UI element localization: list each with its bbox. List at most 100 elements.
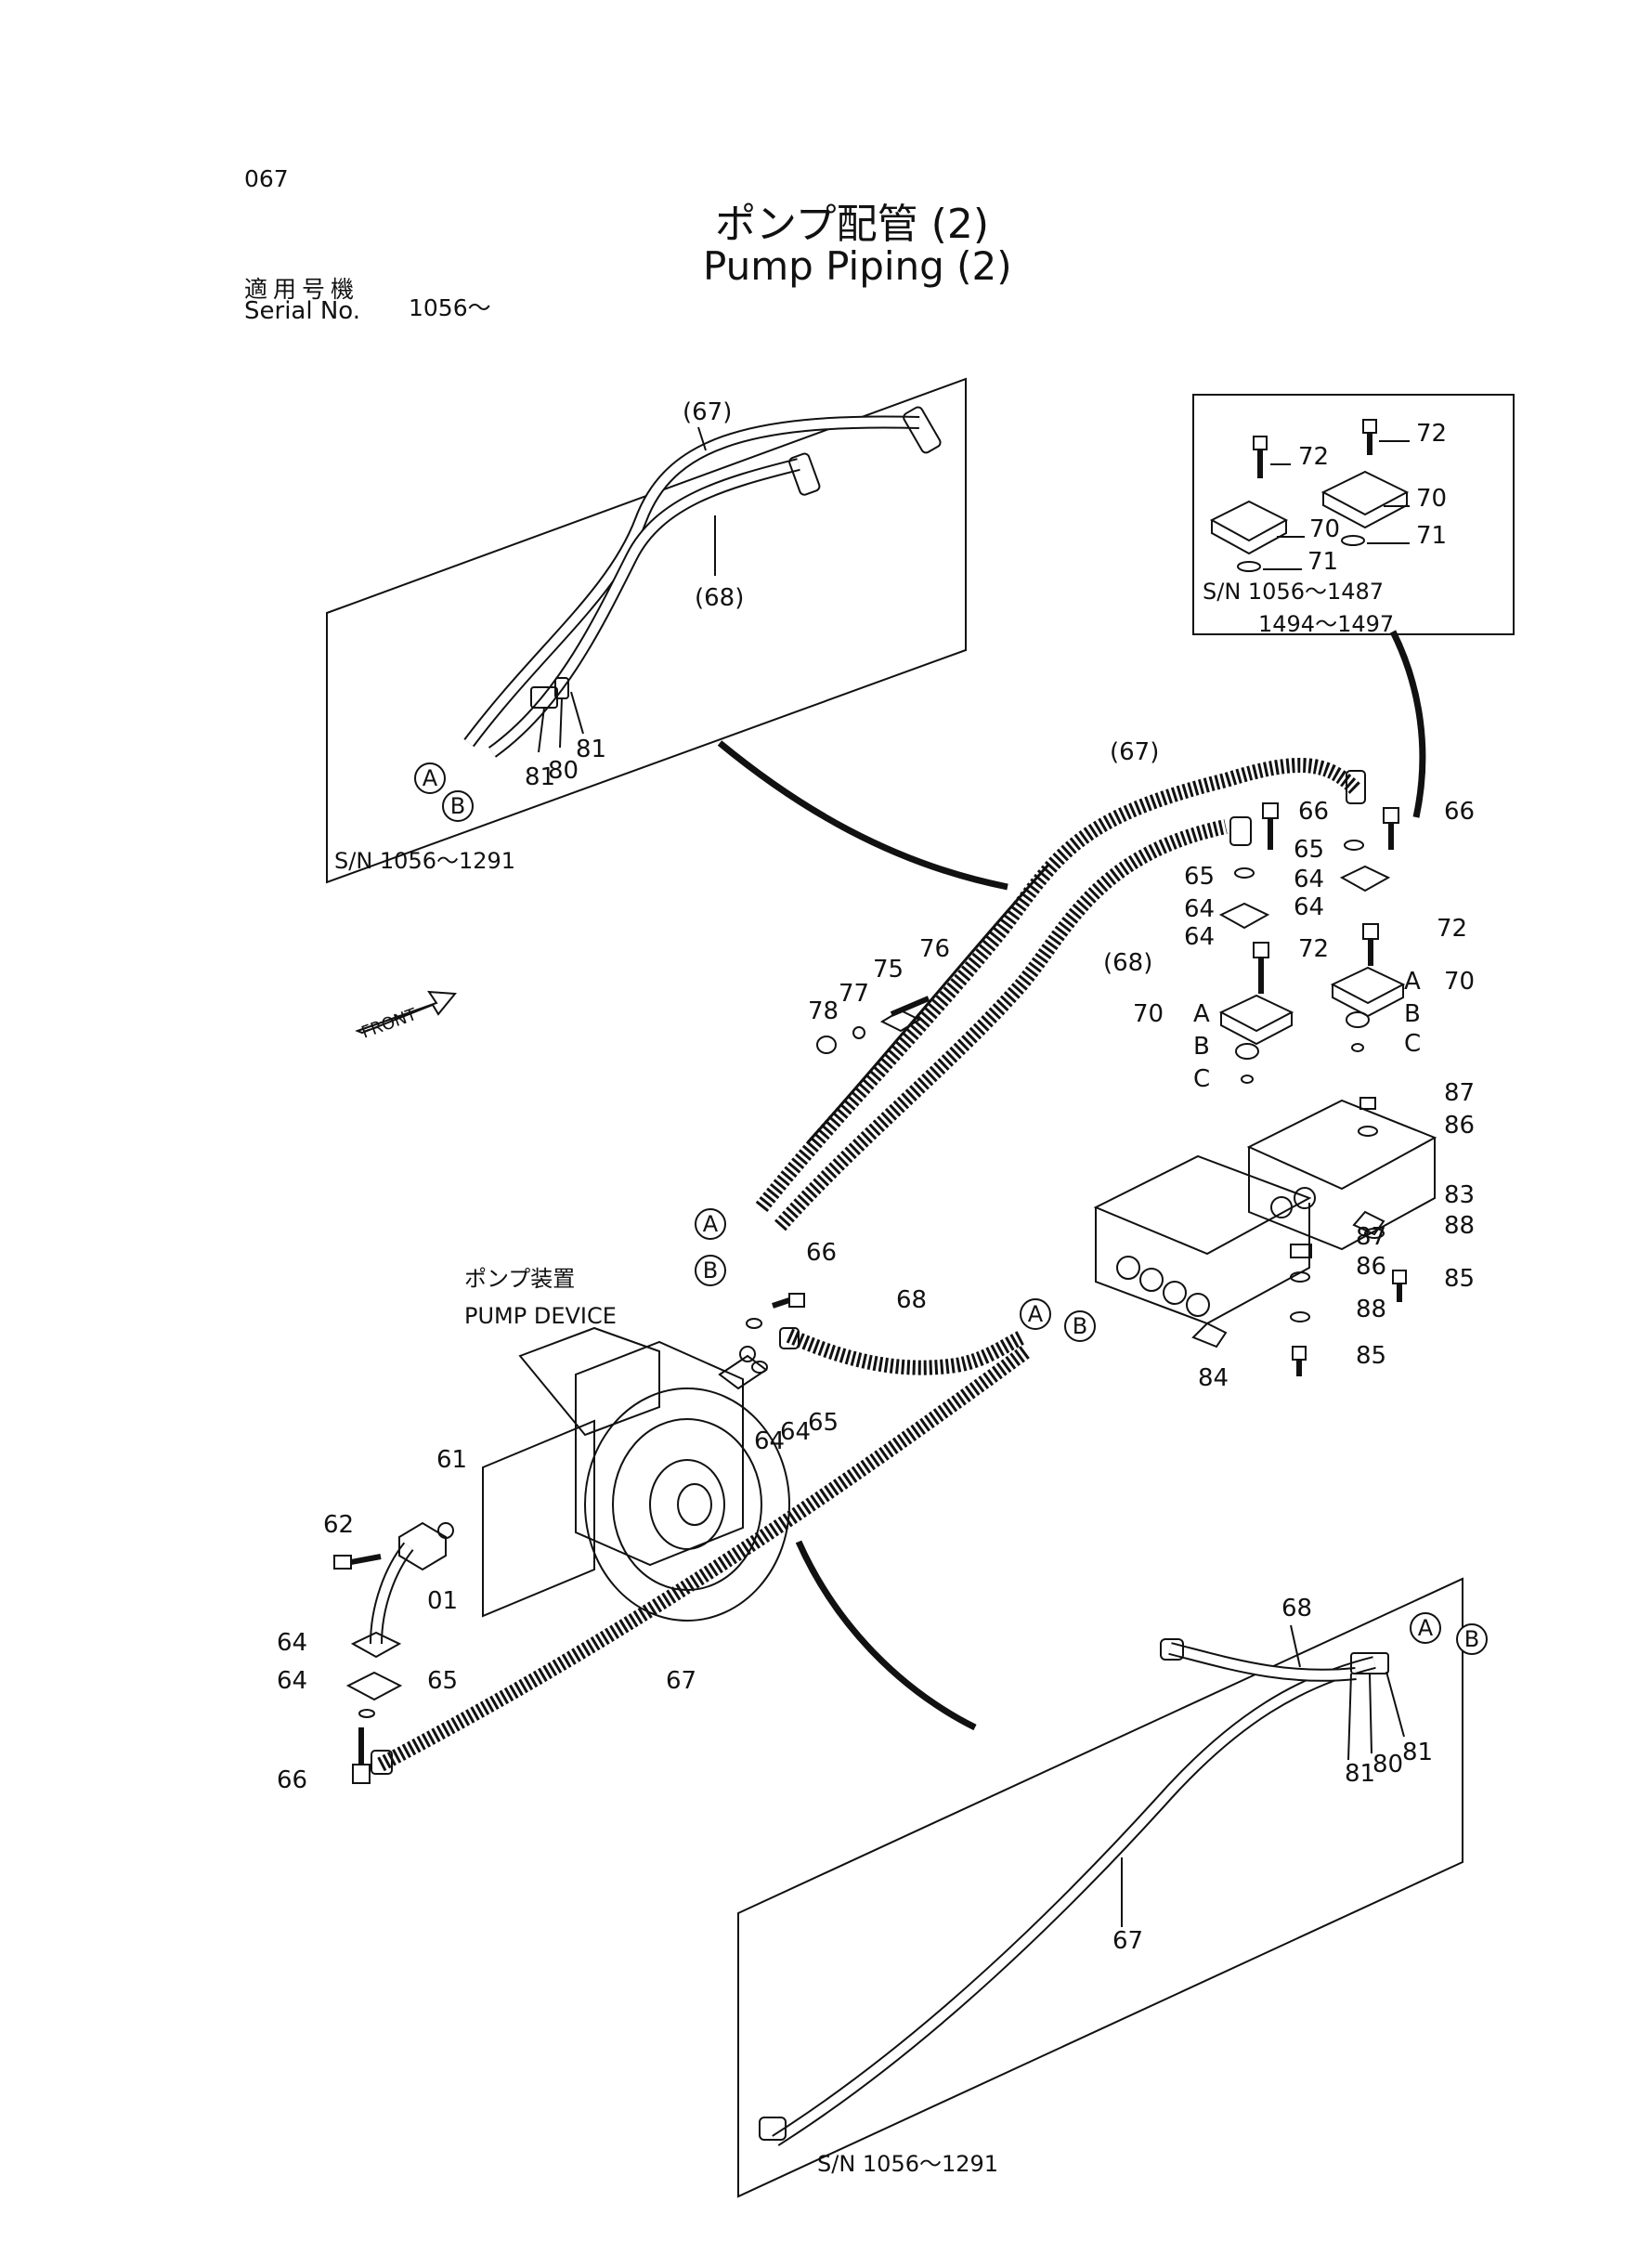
part-callout: B [1404, 1000, 1421, 1028]
part-callout: 70 [1309, 515, 1340, 543]
part-callout: 86 [1444, 1112, 1475, 1140]
part-callout: 81 [1345, 1760, 1375, 1788]
part-callout: 67 [666, 1667, 696, 1695]
part-callout: 87 [1444, 1079, 1475, 1107]
serial-label-japanese: 適用号機 [244, 276, 360, 303]
part-callout: C [1404, 1030, 1421, 1058]
part-callout: 64 [1294, 866, 1324, 893]
part-callout: 77 [839, 980, 869, 1008]
part-callout: 64 [277, 1629, 307, 1657]
connection-marker-label: A [423, 765, 438, 791]
part-callout: 71 [1307, 548, 1338, 576]
part-callout: 64 [277, 1667, 307, 1695]
right-fittings [1218, 802, 1406, 1084]
part-callout: 65 [427, 1667, 458, 1695]
part-callout: C [1193, 1065, 1210, 1093]
connection-marker: A [1020, 1298, 1051, 1330]
part-callout: 88 [1444, 1212, 1475, 1240]
part-callout: 81 [1402, 1739, 1433, 1766]
pump-device-label-japanese: ポンプ装置 [464, 1266, 575, 1292]
part-callout: 62 [323, 1511, 354, 1539]
part-callout: 68 [1281, 1595, 1312, 1622]
inset-bottom-serial: S/N 1056～1291 [817, 2151, 998, 2177]
inset-top-right-serial-2: 1494～1497 [1258, 611, 1394, 637]
part-callout: 71 [1416, 522, 1447, 550]
front-arrow-label: FRONT [359, 1005, 421, 1043]
part-callout: 70 [1444, 968, 1475, 996]
part-callout: 01 [427, 1587, 458, 1615]
part-callout: 72 [1298, 935, 1329, 963]
pump-device [482, 1326, 790, 1622]
part-callout: 87 [1356, 1223, 1386, 1251]
part-callout: 85 [1356, 1342, 1386, 1370]
part-callout: 66 [1298, 798, 1329, 826]
part-callout: B [1193, 1033, 1210, 1061]
part-callout: 64 [1184, 895, 1215, 923]
part-callout: 61 [436, 1446, 467, 1474]
part-callout: 64 [754, 1427, 785, 1455]
inset-top-left-serial: S/N 1056～1291 [334, 848, 515, 874]
lower-pipes [333, 1293, 1031, 1784]
connection-marker-circle [695, 1255, 726, 1286]
part-callout: 66 [806, 1239, 837, 1267]
part-callout: 72 [1437, 915, 1467, 943]
control-valves [1093, 1097, 1437, 1376]
part-callout: 64 [1294, 893, 1324, 921]
part-callout: 70 [1133, 1000, 1164, 1028]
part-callout: 81 [576, 736, 606, 763]
part-callout: 67 [1112, 1927, 1143, 1955]
inset-top-left [326, 377, 967, 884]
connection-marker-circle [695, 1208, 726, 1240]
part-callout: 83 [1444, 1181, 1475, 1209]
part-callout: 88 [1356, 1296, 1386, 1323]
part-callout: 65 [1184, 863, 1215, 891]
part-callout: 66 [1444, 798, 1475, 826]
part-callout: 66 [277, 1766, 307, 1794]
part-callout: A [1404, 968, 1421, 996]
part-callout: 64 [1184, 923, 1215, 951]
connection-marker-label: B [1073, 1313, 1087, 1339]
connection-marker-circle [414, 762, 446, 794]
inset-top-right [1192, 394, 1515, 635]
part-callout: 72 [1416, 420, 1447, 448]
part-callout: 70 [1416, 485, 1447, 513]
connection-marker: B [1064, 1310, 1096, 1342]
part-callout: (67) [1110, 738, 1159, 766]
part-callout: (67) [683, 398, 732, 426]
connection-marker-label: B [450, 793, 465, 819]
connection-marker: A [1410, 1612, 1441, 1644]
connection-marker-label: B [1464, 1626, 1479, 1652]
part-callout: 72 [1298, 443, 1329, 471]
page-title-japanese: ポンプ配管 (2) [715, 201, 989, 248]
connection-marker-circle [1064, 1310, 1096, 1342]
main-hoses [755, 758, 1366, 1231]
part-callout: 85 [1444, 1265, 1475, 1293]
serial-value: 1056～ [409, 294, 491, 321]
part-callout: 65 [808, 1409, 839, 1437]
page-title-english: Pump Piping (2) [703, 243, 1012, 289]
connection-marker-label: B [703, 1257, 718, 1283]
inset-bottom [737, 1577, 1463, 2198]
front-arrow-icon [355, 990, 457, 1035]
part-callout: 80 [1372, 1751, 1403, 1778]
connection-marker-circle [1456, 1623, 1488, 1655]
connection-marker-label: A [1028, 1301, 1044, 1327]
connection-marker-label: A [1418, 1615, 1434, 1641]
connection-marker-label: A [703, 1211, 719, 1237]
connection-marker: B [1456, 1623, 1488, 1655]
part-callout: A [1193, 1000, 1210, 1028]
connection-marker: B [695, 1255, 726, 1286]
part-callout: 75 [873, 956, 904, 984]
part-callout: 81 [525, 763, 555, 791]
part-callout: 80 [548, 757, 579, 785]
connection-marker: B [442, 790, 474, 822]
connection-marker: A [414, 762, 446, 794]
part-callout: 78 [808, 997, 839, 1025]
connection-marker: A [695, 1208, 726, 1240]
connection-marker-circle [1410, 1612, 1441, 1644]
part-callout: (68) [1103, 949, 1152, 977]
part-callout: 84 [1198, 1364, 1229, 1392]
